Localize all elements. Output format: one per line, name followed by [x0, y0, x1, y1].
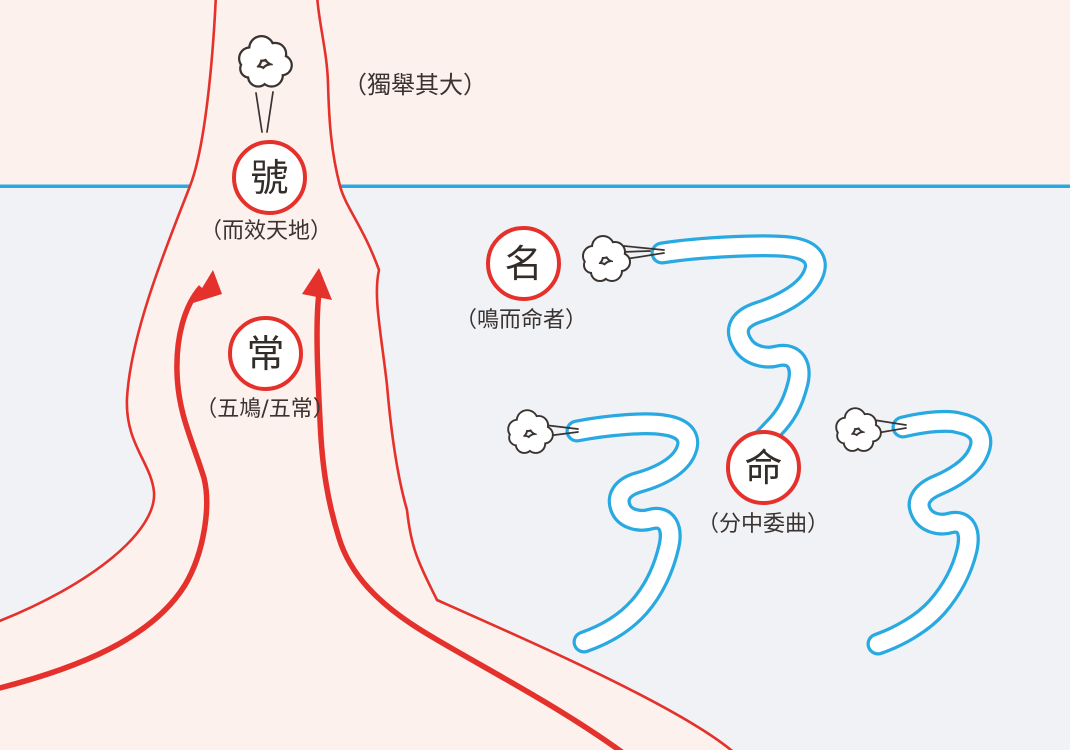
- flow-arrowhead-right-icon: [302, 268, 332, 300]
- steam-tube-3: [866, 409, 993, 656]
- flow-arrow-left: [0, 285, 210, 691]
- horizon-line: [0, 184, 1070, 188]
- funnel-shape: [0, 0, 734, 750]
- steam-tube-1: [650, 234, 827, 462]
- flow-arrow-right: [314, 292, 624, 750]
- steam-tube-2: [565, 412, 700, 654]
- speed-lines-icon: [255, 91, 907, 438]
- flow-arrowhead-left-icon: [193, 270, 222, 303]
